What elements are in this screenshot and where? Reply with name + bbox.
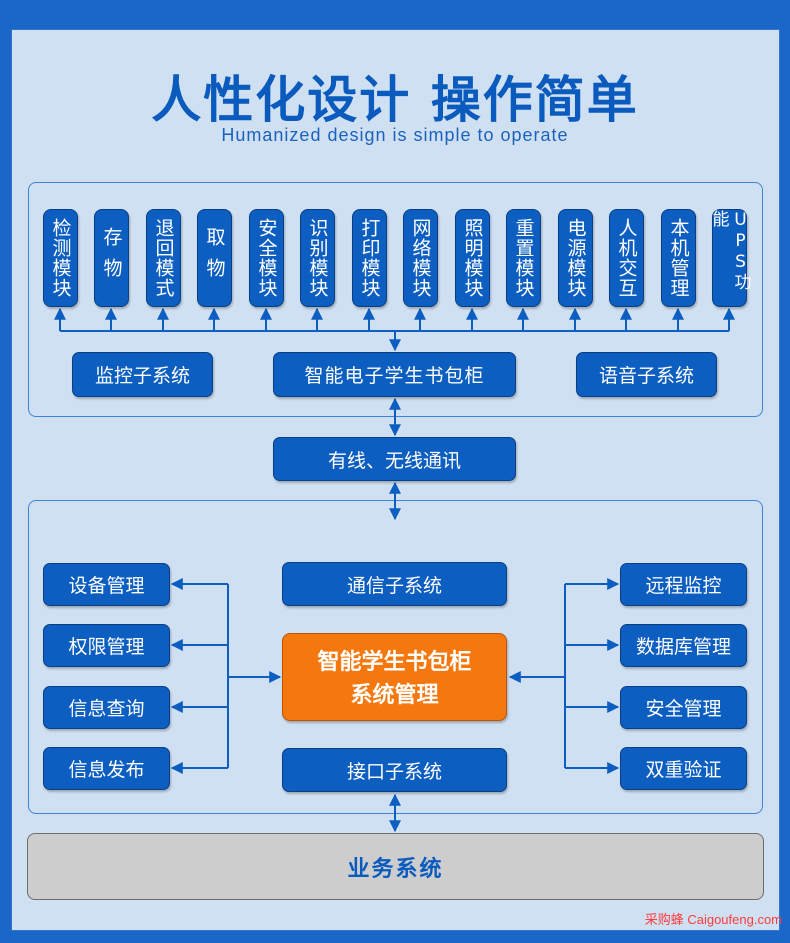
module-recognition: 识别模块 — [300, 209, 335, 307]
comm-subsystem-box: 通信子系统 — [282, 562, 507, 606]
communication-box: 有线、无线通讯 — [273, 437, 516, 481]
module-local-management: 本机管理 — [661, 209, 696, 307]
module-printing: 打印模块 — [352, 209, 387, 307]
interface-subsystem-box: 接口子系统 — [282, 748, 507, 792]
module-lighting: 照明模块 — [455, 209, 490, 307]
watermark: 采购蜂 Caigoufeng.com — [644, 912, 782, 927]
permission-management-box: 权限管理 — [43, 624, 170, 667]
security-management-box: 安全管理 — [620, 686, 747, 729]
module-hmi: 人机交互 — [609, 209, 644, 307]
device-management-box: 设备管理 — [43, 563, 170, 606]
business-system-box: 业务系统 — [27, 833, 764, 900]
info-query-box: 信息查询 — [43, 686, 170, 729]
module-security: 安全模块 — [249, 209, 284, 307]
module-retrieve: 取物 — [197, 209, 232, 307]
module-network: 网络模块 — [403, 209, 438, 307]
page-title: 人性化设计 操作简单 — [151, 71, 639, 129]
module-ups: UPS功能 — [709, 209, 751, 307]
page-subtitle: Humanized design is simple to operate — [221, 125, 569, 145]
double-verification-box: 双重验证 — [620, 747, 747, 790]
module-return-mode: 退回模式 — [146, 209, 181, 307]
voice-subsystem-box: 语音子系统 — [576, 352, 717, 397]
system-management-line2: 系统管理 — [350, 683, 439, 708]
remote-monitoring-box: 远程监控 — [620, 563, 747, 606]
module-reset: 重置模块 — [506, 209, 541, 307]
monitoring-subsystem-box: 监控子系统 — [72, 352, 213, 397]
module-power: 电源模块 — [558, 209, 593, 307]
database-management-box: 数据库管理 — [620, 624, 747, 667]
system-management-box: 智能学生书包柜 系统管理 — [282, 633, 507, 721]
smart-locker-box: 智能电子学生书包柜 — [273, 352, 516, 397]
module-detection: 检测模块 — [43, 209, 78, 307]
system-management-line1: 智能学生书包柜 — [317, 650, 472, 675]
module-storage: 存物 — [94, 209, 129, 307]
info-publish-box: 信息发布 — [43, 747, 170, 790]
